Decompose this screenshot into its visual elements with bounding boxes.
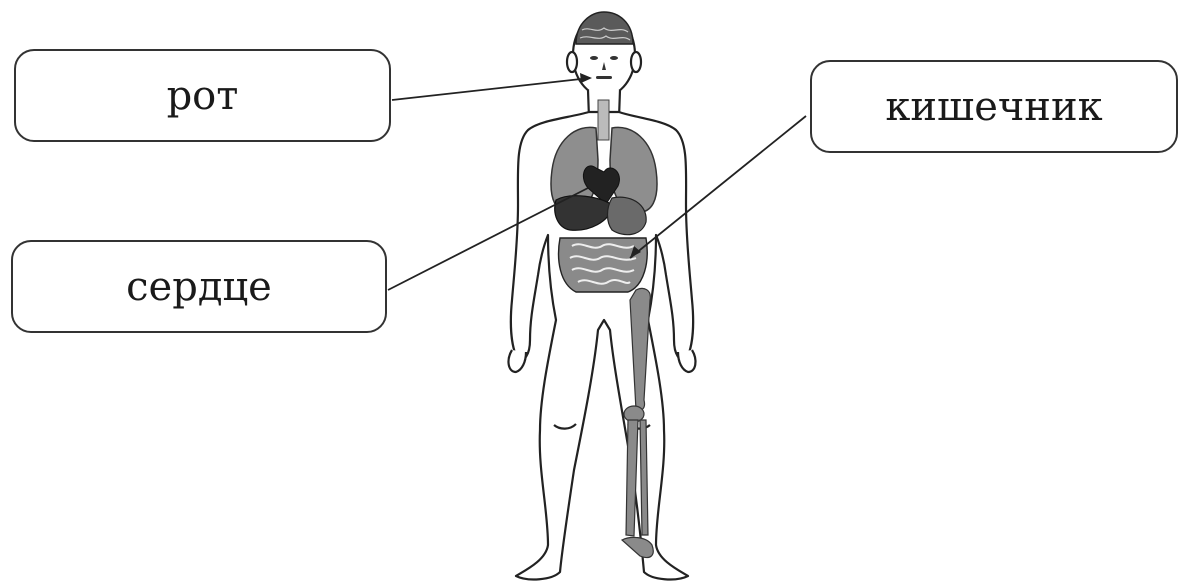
leader-line-mouth xyxy=(392,78,590,100)
label-mouth: рот xyxy=(167,73,239,119)
label-intestine: кишечник xyxy=(885,84,1102,130)
label-heart: сердце xyxy=(126,264,272,310)
human-body-figure xyxy=(509,14,696,579)
label-box-mouth: рот xyxy=(14,49,391,142)
brain-icon xyxy=(576,12,633,44)
label-box-heart: сердце xyxy=(11,240,387,333)
intestine-icon xyxy=(559,238,648,292)
trachea xyxy=(598,100,609,140)
label-box-intestine: кишечник xyxy=(810,60,1178,153)
